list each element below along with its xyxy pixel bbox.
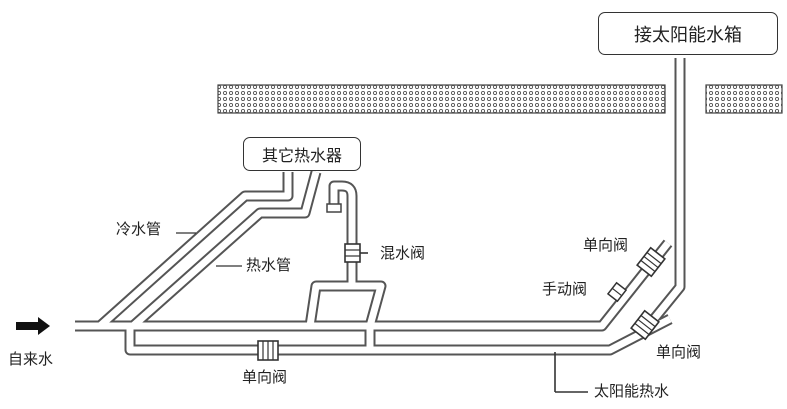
check-valve-bottom-label: 单向阀 [242,368,288,386]
check-valve-right-icon [630,309,660,341]
manual-valve-label: 手动阀 [542,280,588,298]
check-valve-right-label: 单向阀 [656,343,702,361]
solar-tank-box: 接太阳能水箱 [598,12,778,55]
leader-lines [176,232,588,393]
tap-water-label: 自来水 [8,350,54,368]
tap-water-arrow-icon [16,317,50,335]
cold-pipe-label: 冷水管 [116,220,162,238]
faucet-head [326,203,342,213]
manual-valve-icon [606,281,628,303]
hot-pipe-label: 热水管 [246,256,292,274]
ceiling-band-right [705,84,783,114]
mixing-valve-icon [344,243,368,263]
check-valve-top-label: 单向阀 [583,236,629,254]
solar-hot-water-label: 太阳能热水 [594,382,670,400]
mixing-valve-label: 混水阀 [380,244,426,262]
other-heater-box: 其它热水器 [243,137,361,171]
ceiling-band-left [217,84,666,114]
check-valve-bottom-icon [257,340,279,361]
check-valve-top-icon [636,246,666,278]
